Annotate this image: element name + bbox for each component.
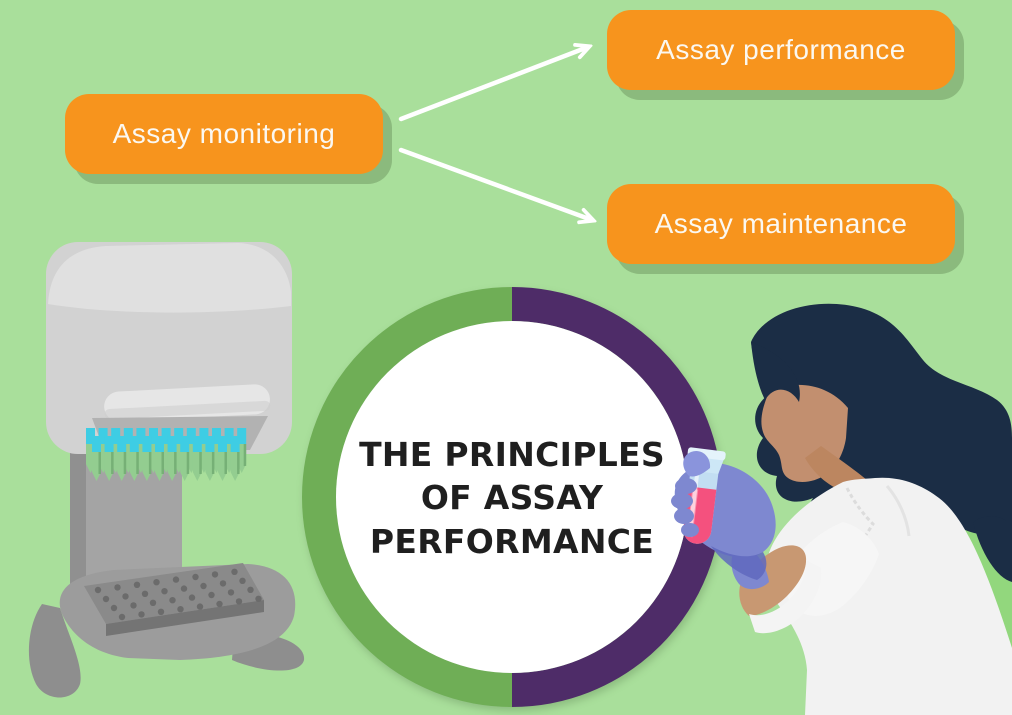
node-assay-maintenance: Assay maintenance [607, 184, 955, 264]
hair [751, 303, 1012, 582]
node-assay-performance-label: Assay performance [656, 34, 906, 65]
center-title-line1: THE PRINCIPLES [359, 434, 665, 474]
arrow-to-performance [398, 47, 588, 122]
center-title-line2: OF ASSAY [420, 478, 604, 518]
node-assay-performance: Assay performance [607, 10, 955, 90]
lapel-seam [845, 487, 875, 553]
shoulder-seam [885, 485, 911, 537]
ring-left-green [302, 287, 513, 707]
scientist-illustration [671, 303, 1012, 715]
node-assay-maintenance-label: Assay maintenance [654, 208, 908, 239]
glove-fingers [671, 450, 711, 537]
hair-fringe [751, 342, 800, 402]
center-title: THE PRINCIPLES OF ASSAY PERFORMANCE [342, 428, 682, 568]
glove-thumb [683, 450, 711, 477]
arrow-to-maintenance [398, 147, 592, 220]
node-assay-monitoring: Assay monitoring [65, 94, 383, 174]
coat-cuff [749, 560, 822, 634]
node-assay-monitoring-label: Assay monitoring [112, 118, 336, 149]
pipetting-machine-illustration [28, 242, 305, 698]
center-circle [336, 321, 688, 673]
arm [739, 522, 879, 634]
machine-head [46, 242, 292, 454]
forearm-skin [739, 545, 807, 616]
center-title-line3: PERFORMANCE [369, 521, 655, 561]
microplate [84, 563, 264, 636]
